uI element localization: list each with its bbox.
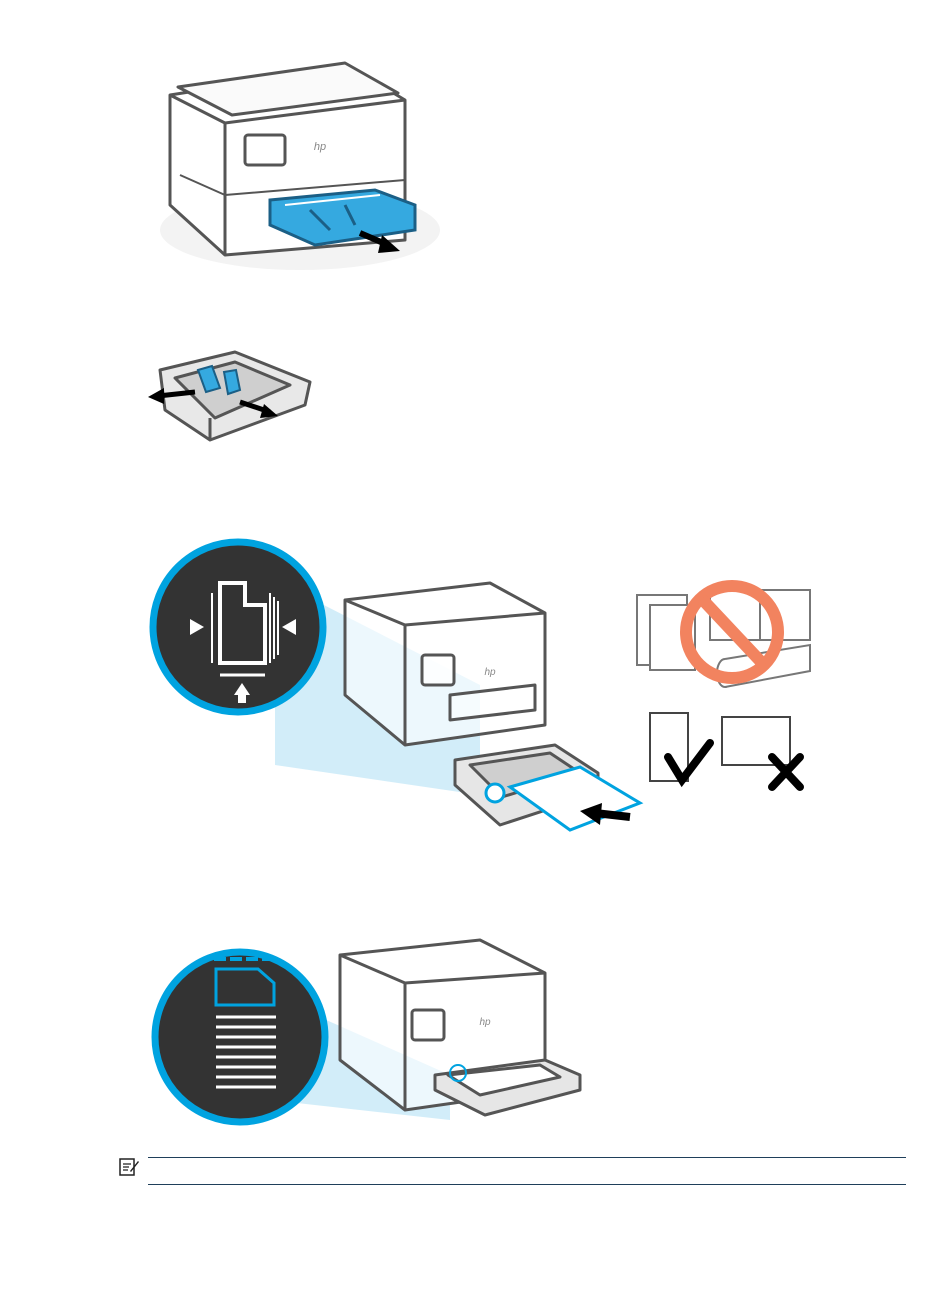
hp-logo: hp [314,141,326,153]
figure-paper-loaded: hp [150,925,590,1145]
note-icon [118,1156,140,1178]
paper-guide-marker [486,784,504,802]
figure-load-paper-portrait: hp [150,535,830,840]
figure-pull-out-tray: hp [150,55,450,285]
paper-guide-callout-icon [153,542,323,712]
printer-icon [345,583,545,745]
note-rule-top [148,1157,906,1158]
tray-icon [160,352,310,440]
figure-slide-paper-guides [140,340,320,450]
paper-stack-callout-icon [155,952,325,1122]
portrait-paper [650,713,688,781]
landscape-paper [722,717,790,765]
hp-logo: hp [479,1017,491,1028]
note-rule-bottom [148,1184,906,1185]
hp-logo: hp [484,667,496,678]
note-block [118,1152,908,1186]
